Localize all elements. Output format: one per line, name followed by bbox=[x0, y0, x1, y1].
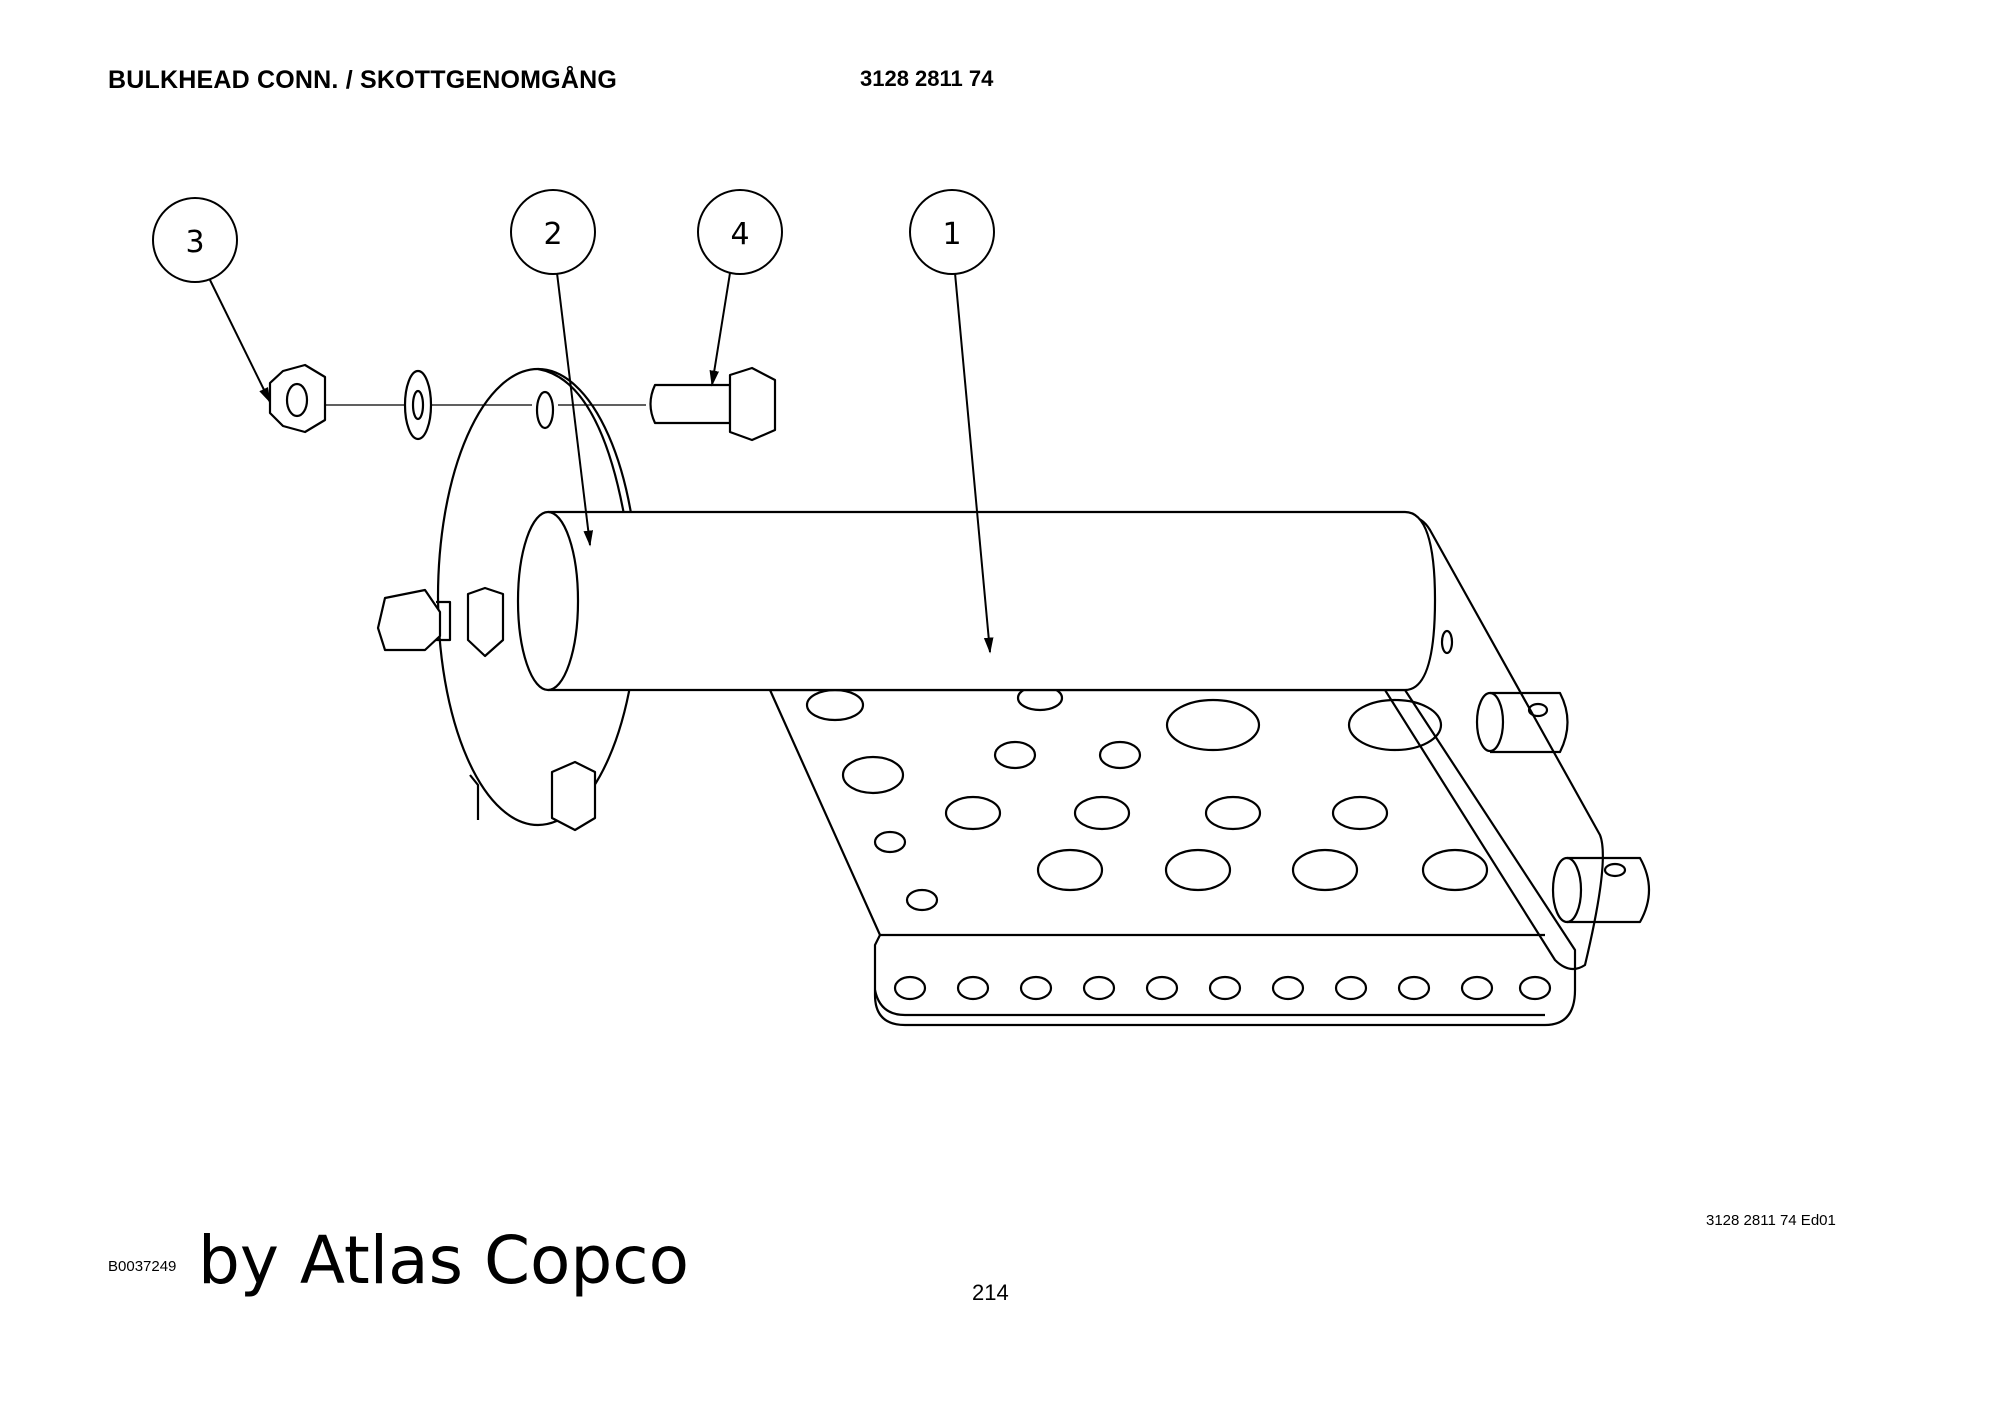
edition-label: 3128 2811 74 Ed01 bbox=[1706, 1212, 1836, 1229]
callout-4-label: 4 bbox=[730, 217, 749, 252]
document-id: B0037249 bbox=[108, 1258, 177, 1275]
callout-2 bbox=[510, 189, 596, 275]
mounting-plate bbox=[768, 684, 1577, 1027]
brand-text: by Atlas Copco bbox=[198, 1222, 689, 1299]
page-title: BULKHEAD CONN. / SKOTTGENOMGÅNG bbox=[108, 66, 617, 94]
callout-3-label: 3 bbox=[185, 225, 204, 260]
part-number: 3128 2811 74 bbox=[860, 66, 994, 91]
callout-1 bbox=[909, 189, 995, 275]
callout-1-label: 1 bbox=[942, 217, 961, 252]
tube bbox=[516, 510, 1437, 692]
side-plate bbox=[1376, 515, 1650, 971]
callout-2-label: 2 bbox=[543, 217, 562, 252]
page-number: 214 bbox=[972, 1280, 1009, 1305]
callout-4 bbox=[697, 189, 783, 275]
callout-3 bbox=[152, 197, 238, 283]
exploded-fasteners bbox=[268, 363, 777, 442]
